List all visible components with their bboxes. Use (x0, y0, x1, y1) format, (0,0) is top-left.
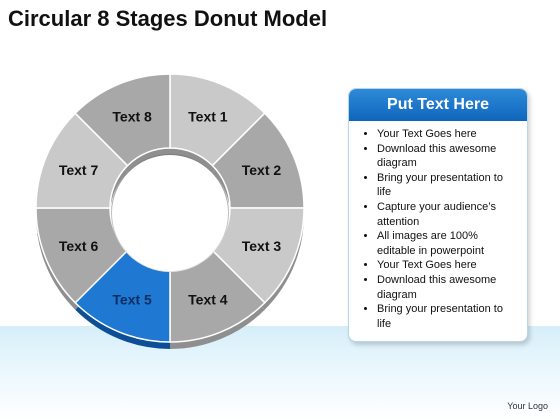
donut-segment-label: Text 4 (188, 291, 228, 307)
panel-bullet-item: Download this awesome diagram (377, 142, 517, 171)
donut-segment-label: Text 2 (242, 162, 282, 178)
donut-segment-label: Text 1 (188, 109, 228, 125)
page-title: Circular 8 Stages Donut Model (8, 6, 328, 31)
panel-bullet-item: All images are 100% editable in powerpoi… (377, 229, 517, 258)
footer-logo-text: Your Logo (507, 401, 548, 411)
panel-bullet-item: Bring your presentation to life (377, 171, 517, 200)
donut-segment-label: Text 8 (112, 109, 152, 125)
donut-segment-label: Text 3 (242, 238, 282, 254)
donut-segment-label: Text 7 (59, 162, 99, 178)
donut-top-face (35, 73, 305, 343)
panel-bullet-item: Capture your audience’s attention (377, 200, 517, 229)
panel-heading: Put Text Here (349, 89, 527, 121)
panel-bullet-item: Bring your presentation to life (377, 302, 517, 331)
donut-segment-label: Text 5 (112, 291, 152, 307)
panel-bullet-item: Your Text Goes here (377, 258, 517, 273)
text-panel: Put Text Here Your Text Goes here Downlo… (348, 88, 528, 342)
panel-bullet-list: Your Text Goes here Download this awesom… (349, 121, 527, 331)
donut-labels: Text 1 Text 2 Text 3 Text 4 Text 5 Text 6 Text… (59, 109, 282, 308)
donut-hole (112, 155, 228, 271)
donut-segment-label: Text 6 (59, 238, 99, 254)
panel-bullet-item: Download this awesome diagram (377, 273, 517, 302)
panel-bullet-item: Your Text Goes here (377, 127, 517, 142)
donut-segment-8 (74, 73, 171, 167)
